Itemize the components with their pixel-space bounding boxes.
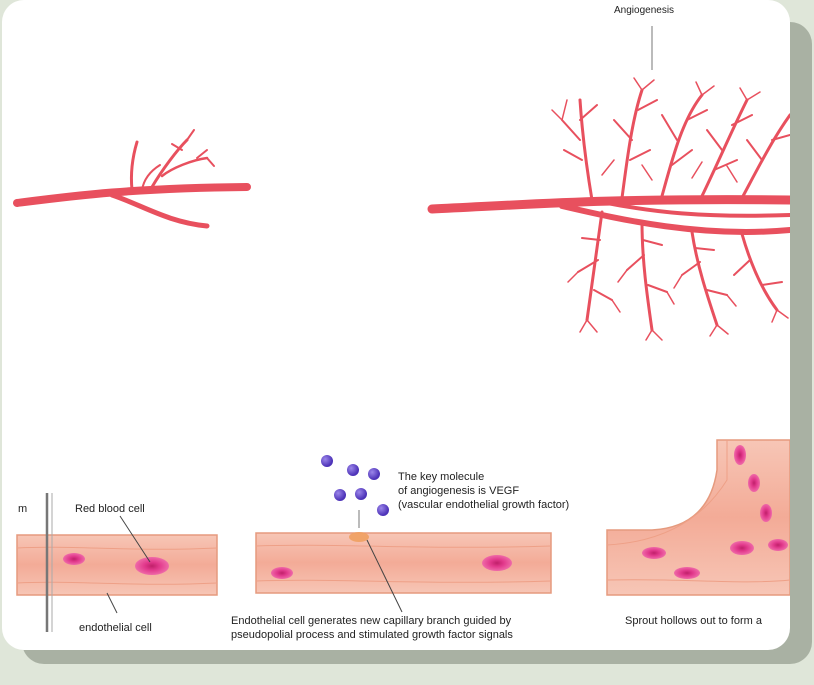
- red-blood-cell: [482, 555, 512, 571]
- red-blood-cell: [748, 474, 760, 492]
- red-blood-cell: [734, 445, 746, 465]
- vegf-label-line3: (vascular endothelial growth factor): [398, 499, 570, 511]
- vessel-segment-left: [16, 493, 218, 632]
- red-blood-cell-label: Red blood cell: [75, 503, 145, 515]
- vegf-label-line2: of angiogenesis is VEGF: [398, 485, 520, 497]
- red-blood-cell: [674, 567, 700, 579]
- small-vessel-tree: [13, 129, 251, 229]
- endothelial-sprout: [349, 532, 369, 542]
- vessel-segment-middle: [255, 510, 552, 613]
- right-caption: Sprout hollows out to form a: [625, 615, 762, 627]
- red-blood-cell: [642, 547, 666, 559]
- red-blood-cell: [760, 504, 772, 522]
- diagram-card: Angiogenesis m Red blood cell endothelia…: [2, 0, 790, 650]
- angiogenesis-vessel-tree: [427, 77, 790, 341]
- red-blood-cell: [730, 541, 754, 555]
- angiogenesis-label: Angiogenesis: [614, 5, 675, 16]
- middle-caption-line2: pseudopolial process and stimulated grow…: [231, 629, 513, 641]
- vegf-label-line1: The key molecule: [398, 471, 485, 483]
- vessel-segment-right: [606, 439, 790, 596]
- endothelial-cell-label: endothelial cell: [79, 622, 152, 634]
- clipped-left-label: m: [18, 503, 28, 515]
- red-blood-cell: [768, 539, 788, 551]
- red-blood-cell: [271, 567, 293, 579]
- middle-caption-line1: Endothelial cell generates new capillary…: [231, 615, 512, 627]
- red-blood-cell: [135, 557, 169, 575]
- vegf-molecules: [321, 455, 389, 516]
- red-blood-cell: [63, 553, 85, 565]
- diagram-canvas: [13, 26, 790, 632]
